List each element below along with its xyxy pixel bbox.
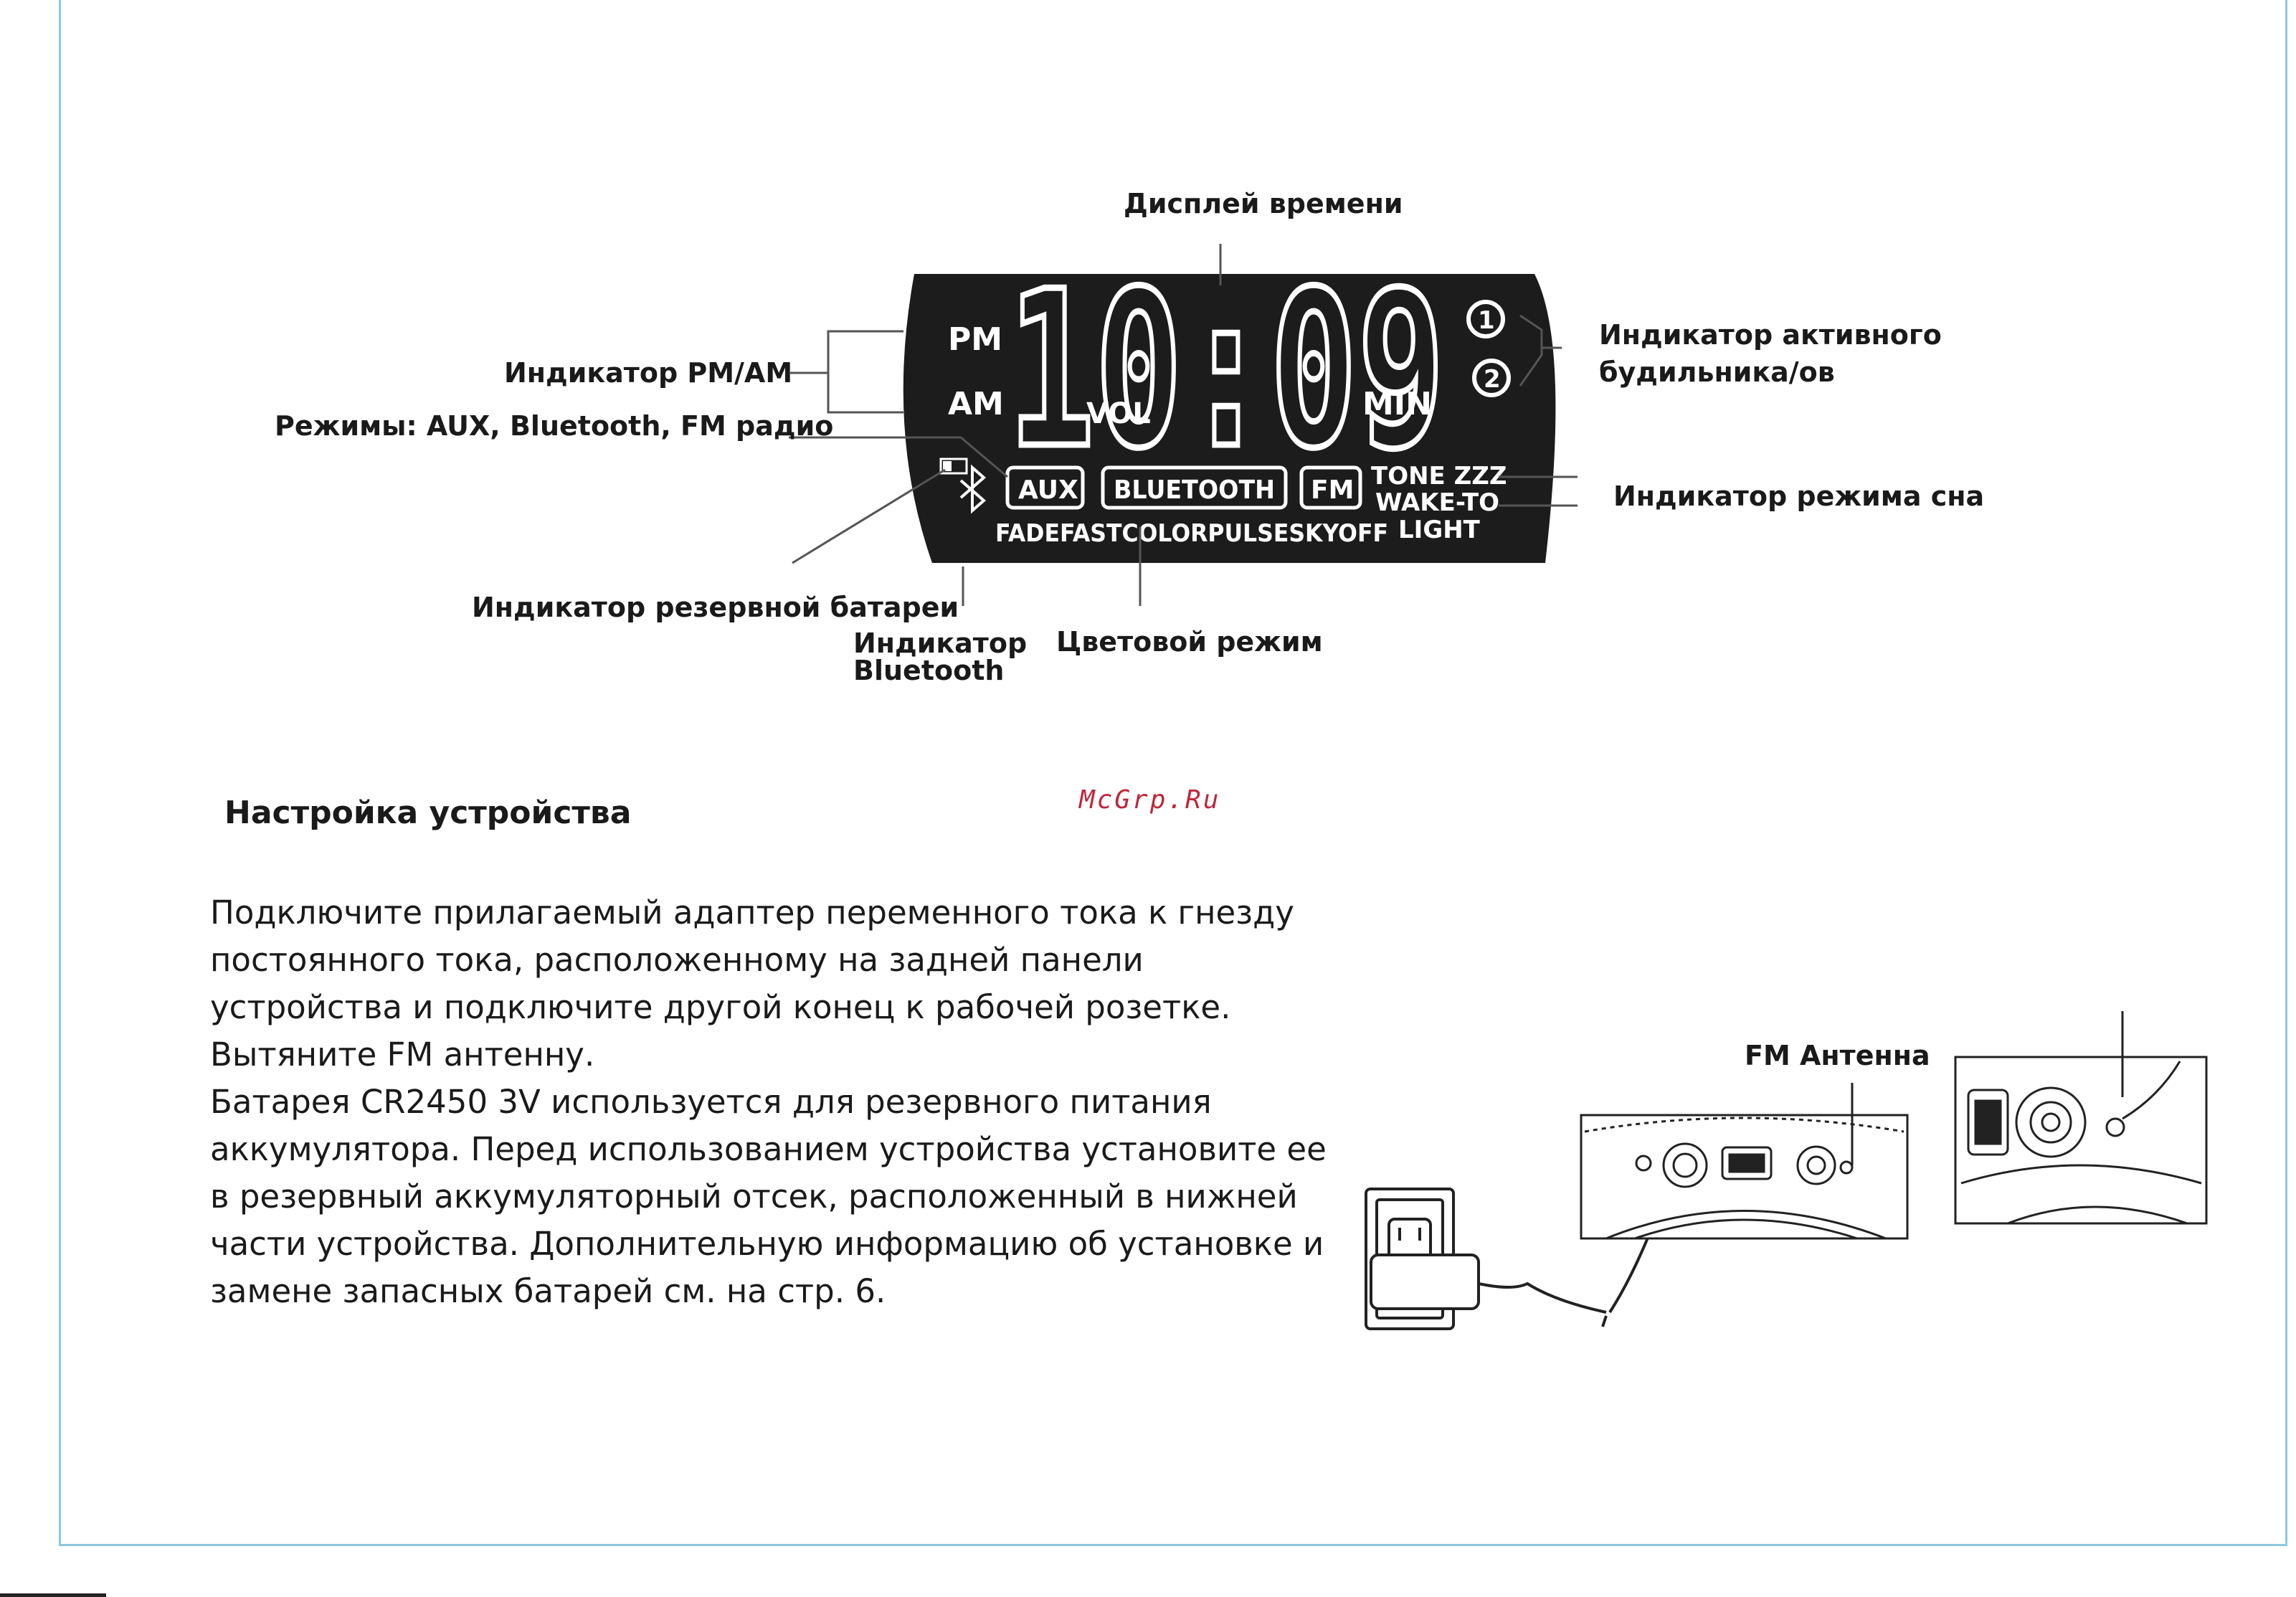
am-indicator: AM xyxy=(948,386,1004,422)
wake-to-indicator: WAKE-TO xyxy=(1375,488,1499,517)
label-alarm-line2: будильника/ов xyxy=(1599,356,1835,388)
setup-line: постоянного тока, расположенному на задн… xyxy=(210,941,1144,979)
aux-mode-label: AUX xyxy=(1018,475,1078,505)
alarm-1-icon: 1 xyxy=(1466,300,1505,338)
bluetooth-mode-box xyxy=(1101,465,1288,510)
tone-zzz-indicator: TONE ZZZ xyxy=(1371,462,1507,491)
setup-line: Вытяните FM антенну. xyxy=(210,1036,595,1074)
svg-text:2: 2 xyxy=(1484,365,1501,394)
label-fm-antenna: FM Антенна xyxy=(1745,1040,1930,1071)
rear-panel-zoom-illustration xyxy=(1954,1011,2208,1225)
setup-line: части устройства. Дополнительную информа… xyxy=(210,1225,1324,1263)
svg-text:1: 1 xyxy=(1478,306,1495,335)
setup-line: устройства и подключите другой конец к р… xyxy=(210,988,1231,1026)
label-bluetooth-line1: Индикатор xyxy=(853,627,1027,659)
aux-mode-box xyxy=(1005,465,1085,510)
rear-panel-illustration xyxy=(1580,1083,1909,1240)
setup-line: Батарея CR2450 3V используется для резер… xyxy=(210,1083,1212,1121)
setup-line: аккумулятора. Перед использованием устро… xyxy=(210,1130,1327,1168)
battery-icon xyxy=(939,458,968,475)
min-indicator: MIN xyxy=(1362,386,1432,422)
vol-indicator: VOL xyxy=(1086,397,1151,430)
pm-indicator: PM xyxy=(948,321,1002,358)
label-backup-battery: Индикатор резервной батареи xyxy=(472,592,959,623)
label-alarm-line1: Индикатор активного xyxy=(1599,319,1942,351)
lcd-panel xyxy=(903,274,1556,563)
color-mode-row: FADEFASTCOLORPULSESKYOFF xyxy=(995,519,1388,548)
label-pm-am: Индикатор PM/AM xyxy=(504,357,792,389)
label-bluetooth-line2: Bluetooth xyxy=(853,655,1004,686)
label-modes: Режимы: AUX, Bluetooth, FM радио xyxy=(275,410,833,442)
light-indicator: LIGHT xyxy=(1398,516,1481,544)
page-border xyxy=(59,0,2287,1546)
callout-lines xyxy=(789,244,1578,606)
setup-section-title: Настройка устройства xyxy=(224,795,632,831)
label-color-mode: Цветовой режим xyxy=(1056,626,1323,658)
label-sleep: Индикатор режима сна xyxy=(1613,480,1984,512)
setup-instructions: Подключите прилагаемый адаптер переменно… xyxy=(210,889,1329,1315)
bluetooth-icon xyxy=(959,464,987,514)
page-corner-mark xyxy=(0,1593,106,1597)
fm-mode-label: FM xyxy=(1311,475,1354,505)
watermark: McGrp.Ru xyxy=(1078,785,1220,815)
bluetooth-mode-label: BLUETOOTH xyxy=(1114,475,1275,505)
label-time-display: Дисплей времени xyxy=(1124,188,1403,219)
time-digits: 10:09 xyxy=(1007,245,1445,496)
setup-line: замене запасных батарей см. на стр. 6. xyxy=(210,1272,886,1310)
alarm-2-icon: 2 xyxy=(1472,359,1511,397)
fm-mode-box xyxy=(1299,465,1362,510)
setup-line: в резервный аккумуляторный отсек, распол… xyxy=(210,1177,1298,1215)
setup-line: Подключите прилагаемый адаптер переменно… xyxy=(210,894,1294,932)
